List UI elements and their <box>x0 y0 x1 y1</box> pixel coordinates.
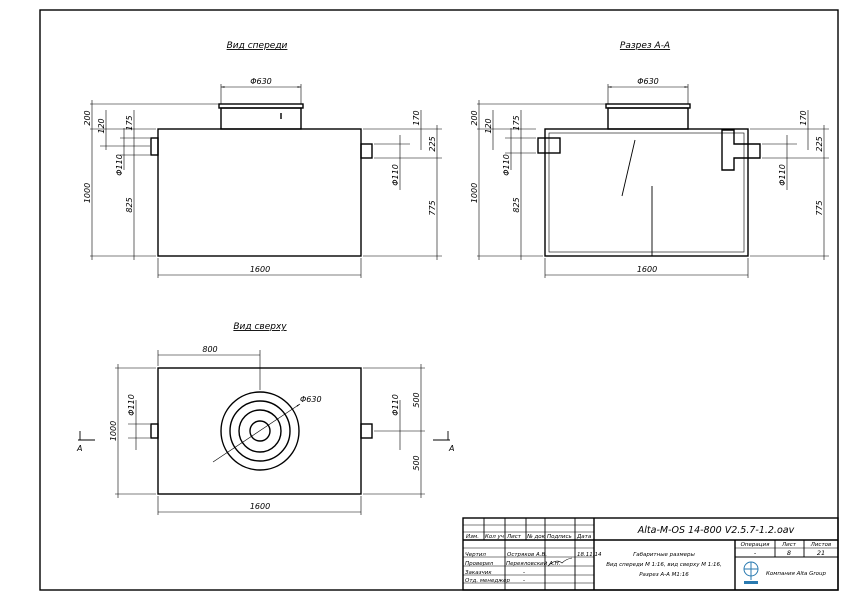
section-mark-right: А <box>448 444 454 453</box>
lid-cap <box>218 103 304 109</box>
dim-lid-diameter-section: Φ630 <box>637 77 659 86</box>
dim-outlet-diameter-section: Φ110 <box>778 164 787 186</box>
dim-inlet-offset: 175 <box>125 115 134 130</box>
dim-outlet-offset: 225 <box>428 136 437 151</box>
name-checked: Переяловский А.Н. <box>506 561 561 567</box>
header-count: Кол уч <box>485 534 505 540</box>
dim-inlet-diameter-section: Φ110 <box>502 154 511 176</box>
sheets-total: 21 <box>817 549 825 557</box>
company-logo <box>743 561 759 584</box>
description-line-1: Габаритные размеры <box>633 552 695 558</box>
title-block: Изм. Кол уч Лист № док Подпись Дата Черт… <box>462 517 839 591</box>
lid-inner-circle <box>249 420 271 442</box>
header-change: Изм. <box>466 534 479 540</box>
dim-outlet-diameter-top: Φ110 <box>391 394 400 416</box>
dim-outlet-top-section: 170 <box>799 110 808 125</box>
dim-inlet-top-section: 120 <box>484 118 493 133</box>
dim-outlet-top: 170 <box>412 110 421 125</box>
sheet-label: Лист <box>781 542 797 548</box>
lid-section <box>607 107 689 130</box>
dim-outlet-diameter: Φ110 <box>391 164 400 186</box>
dim-lid-height: 200 <box>83 110 92 125</box>
role-checked: Проверил <box>465 561 494 567</box>
lid-outer-circle <box>220 391 300 471</box>
section-view: Разрез А-А Φ630 1600 200 1000 120 175 Φ1… <box>470 41 829 278</box>
top-view: Вид сверху Φ630 800 1600 1000 Φ110 Φ110 … <box>76 322 454 515</box>
sheet-frame <box>39 9 839 591</box>
tank-body-section <box>544 128 749 257</box>
company-name: Компания Alta Group <box>766 571 827 577</box>
front-view: Вид спереди Φ630 1600 200 1000 120 175 Φ… <box>83 41 442 278</box>
inlet-pipe-section <box>537 137 561 154</box>
name-manager: - <box>523 578 525 584</box>
outlet-pipe-top <box>360 423 373 439</box>
section-mark-left: А <box>76 444 82 453</box>
role-manager: Отд. менеджер <box>465 578 510 584</box>
document-code: Alta-M-OS 14-800 V2.5.7-1.2.oav <box>637 525 795 536</box>
description-line-2: Вид спереди М 1:16, вид сверху М 1:16, <box>606 562 722 568</box>
outlet-pipe <box>360 143 373 159</box>
inlet-pipe <box>150 137 159 156</box>
name-drawn: Остряков А.В. <box>507 552 547 558</box>
dim-total-height: 1000 <box>83 183 92 203</box>
operation-value: - <box>754 549 757 557</box>
dim-lid-height-section: 200 <box>470 110 479 125</box>
header-signature: Подпись <box>547 534 572 540</box>
dim-inlet-diameter: Φ110 <box>115 154 124 176</box>
dim-outlet-height-section: 775 <box>815 200 824 215</box>
top-view-title: Вид сверху <box>233 322 287 332</box>
dim-half-width: 800 <box>202 345 217 354</box>
dim-width: 1600 <box>250 265 270 274</box>
front-view-title: Вид спереди <box>227 41 288 51</box>
header-doc-number: № док <box>526 534 546 540</box>
inlet-pipe-top <box>150 423 159 439</box>
header-date: Дата <box>576 534 592 540</box>
tank-body <box>157 128 362 257</box>
role-customer: Заказчик <box>465 570 492 576</box>
sheet-number: 8 <box>787 549 791 557</box>
dim-total-height-section: 1000 <box>470 183 479 203</box>
operation-label: Операция <box>741 542 770 548</box>
dim-inlet-height-section: 825 <box>512 197 521 212</box>
dim-depth: 1000 <box>109 421 118 441</box>
role-drawn: Чертил <box>465 552 486 558</box>
section-view-title: Разрез А-А <box>620 41 670 51</box>
inlet-baffle <box>621 139 636 197</box>
signature <box>547 557 573 567</box>
dim-inlet-offset-section: 175 <box>512 115 521 130</box>
sheets-label: Листов <box>810 542 832 548</box>
header-sheet: Лист <box>506 534 522 540</box>
dim-lid-diameter: Φ630 <box>250 77 272 86</box>
description-line-3: Разрез А-А М1:16 <box>639 572 689 578</box>
dim-half-depth-top: 500 <box>412 392 421 407</box>
dim-lid-diameter-top: Φ630 <box>300 395 322 404</box>
dim-inlet-top: 120 <box>97 118 106 133</box>
tank-inner-wall <box>548 132 745 253</box>
dim-width-section: 1600 <box>637 265 657 274</box>
dim-inlet-diameter-top: Φ110 <box>127 394 136 416</box>
dim-width-top: 1600 <box>250 502 270 511</box>
outlet-tee <box>721 129 761 171</box>
dim-outlet-offset-section: 225 <box>815 136 824 151</box>
name-customer: - <box>523 570 525 576</box>
date-drawn: 18.11.14 <box>577 552 602 558</box>
dim-half-depth-bottom: 500 <box>412 455 421 470</box>
lid <box>220 107 302 130</box>
dim-outlet-height: 775 <box>428 200 437 215</box>
dim-inlet-height: 825 <box>125 197 134 212</box>
